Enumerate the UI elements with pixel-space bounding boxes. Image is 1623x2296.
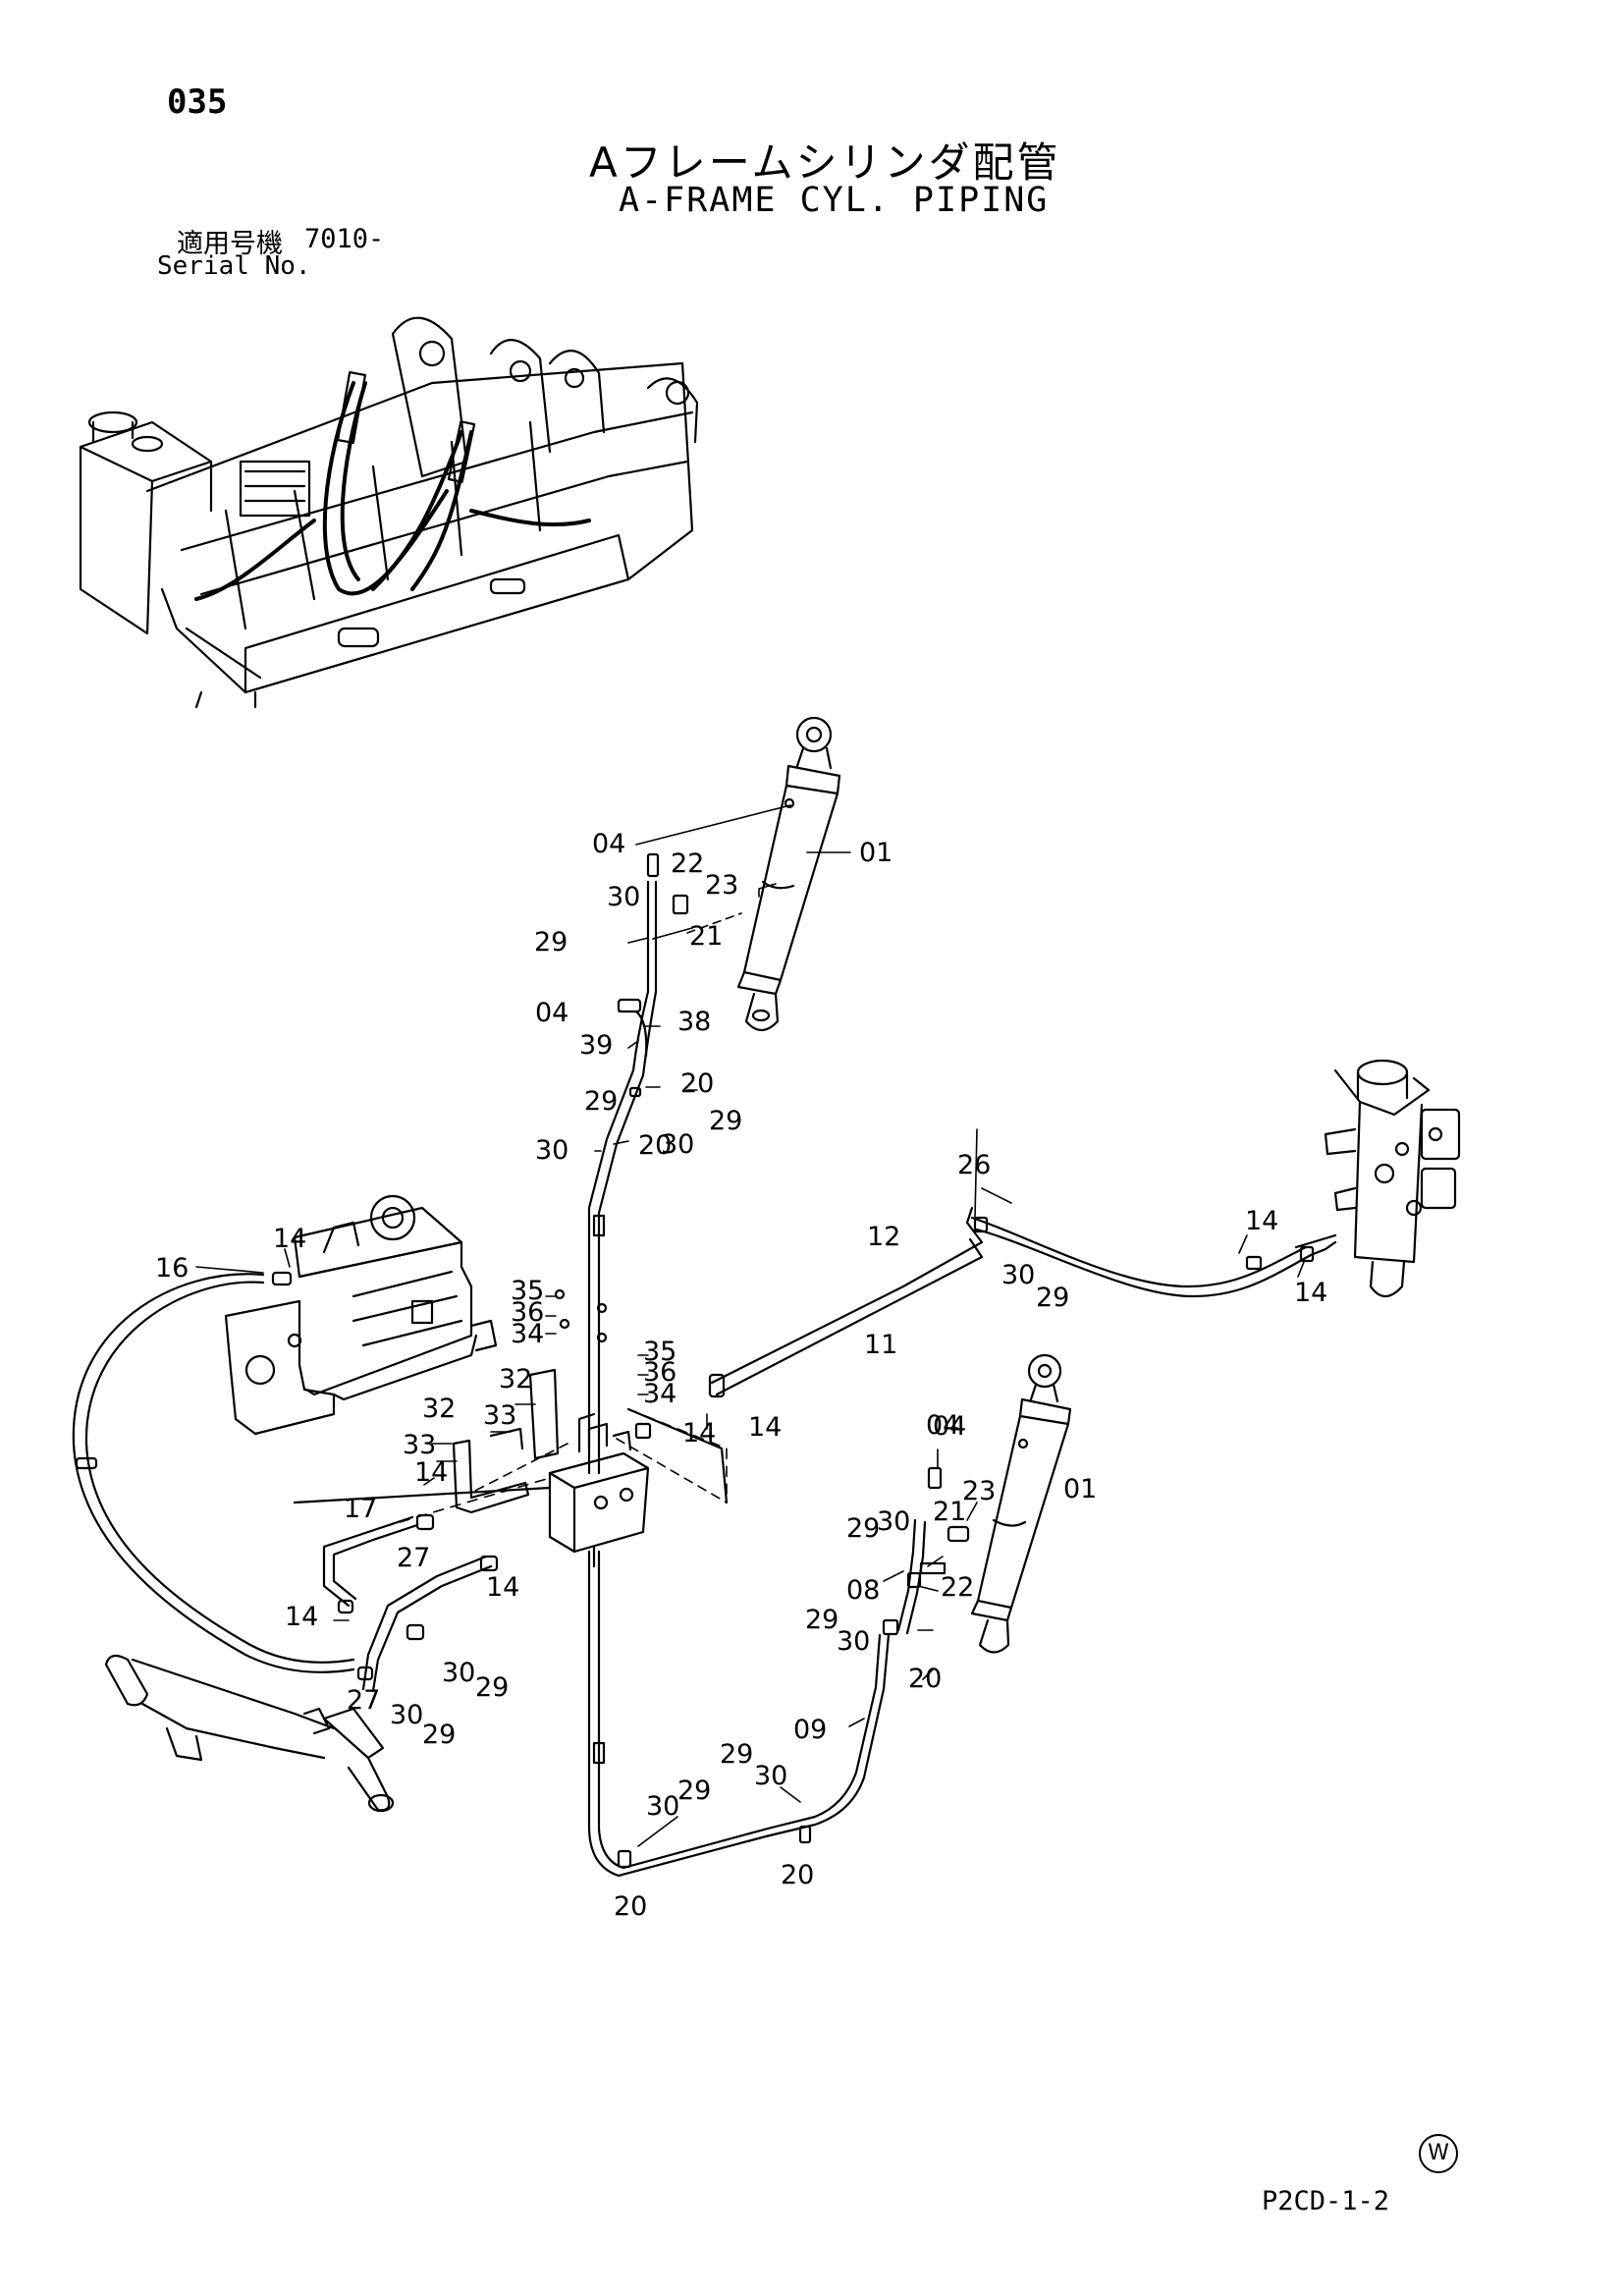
callout: 30 xyxy=(877,1506,910,1537)
callout: 23 xyxy=(705,870,738,901)
callout: 36 xyxy=(511,1297,544,1328)
callout: 26 xyxy=(957,1150,991,1180)
callout: 14 xyxy=(273,1224,306,1254)
callout: 22 xyxy=(671,848,704,879)
callout: 08 xyxy=(846,1575,880,1606)
callout: 29 xyxy=(720,1739,753,1770)
cylinder-upper xyxy=(736,716,841,1032)
callout: 29 xyxy=(584,1086,618,1117)
callout: 09 xyxy=(793,1715,827,1745)
leader-lines xyxy=(195,804,1305,1847)
callout: 04 xyxy=(926,1410,959,1441)
callout: 30 xyxy=(1001,1260,1035,1290)
overview-hoses xyxy=(194,381,591,601)
callout: 29 xyxy=(1036,1283,1069,1313)
callout: 14 xyxy=(748,1412,782,1443)
callout: 30 xyxy=(607,882,640,912)
callout: 27 xyxy=(397,1543,430,1573)
callout: 30 xyxy=(390,1700,423,1730)
callout: 01 xyxy=(1063,1474,1097,1504)
callout: 04 xyxy=(592,829,625,859)
callout: 29 xyxy=(709,1106,742,1136)
page-title-english: A-FRAME CYL. PIPING xyxy=(619,181,1050,220)
callout: 04 xyxy=(535,998,568,1028)
callout: 29 xyxy=(534,927,568,957)
callout: 29 xyxy=(422,1720,456,1750)
callout: 34 xyxy=(511,1319,544,1349)
callout: 29 xyxy=(475,1672,509,1703)
callout: 20 xyxy=(614,1891,647,1922)
callout: 35 xyxy=(511,1276,544,1306)
callout: 14 xyxy=(285,1602,318,1632)
callout: 14 xyxy=(414,1457,448,1488)
drawing-code: P2CD-1-2 xyxy=(1262,2186,1390,2216)
cylinder-lower xyxy=(970,1353,1072,1654)
serial-label-english: Serial No. xyxy=(157,251,311,281)
callout: 16 xyxy=(155,1253,189,1284)
callout: 14 xyxy=(1294,1278,1327,1308)
dashed-leaders xyxy=(470,1438,728,1503)
callout: 14 xyxy=(486,1572,519,1603)
callout: 29 xyxy=(677,1776,711,1806)
serial-label-japanese: 適用号機 xyxy=(177,229,283,259)
callout: 27 xyxy=(347,1685,380,1716)
callout: 11 xyxy=(864,1330,897,1360)
page-title-japanese: Aフレームシリンダ配管 xyxy=(589,138,1061,187)
callout: 21 xyxy=(689,921,723,952)
callout: 32 xyxy=(499,1364,532,1394)
callout: 38 xyxy=(677,1007,711,1037)
callout: 30 xyxy=(535,1135,568,1166)
control-valve-right xyxy=(1324,1059,1461,1298)
callout: 30 xyxy=(754,1761,787,1791)
callout: 30 xyxy=(837,1626,870,1657)
upper-frame-overview xyxy=(79,316,699,709)
callout: 04 xyxy=(933,1411,966,1442)
serial-code: 7010- xyxy=(304,224,385,254)
callout: 22 xyxy=(941,1572,974,1603)
callout: 35 xyxy=(643,1337,676,1367)
callout: 17 xyxy=(344,1494,377,1524)
pump-assembly xyxy=(224,1194,498,1436)
callout: 01 xyxy=(859,838,893,868)
callout: 29 xyxy=(805,1605,839,1635)
callout: 20 xyxy=(680,1068,714,1099)
callout: 20 xyxy=(908,1664,942,1694)
callout: 33 xyxy=(483,1400,516,1431)
callout: 12 xyxy=(867,1222,900,1252)
callout: 29 xyxy=(846,1513,880,1544)
callout: 32 xyxy=(422,1394,456,1424)
callout: 20 xyxy=(781,1860,814,1890)
callout: 14 xyxy=(682,1418,716,1449)
callout: 30 xyxy=(442,1658,475,1688)
callout: 21 xyxy=(933,1497,966,1527)
page-number: 035 xyxy=(167,82,228,122)
callout-labels: 01 01 04 04 04 22 23 30 29 21 38 39 20 2… xyxy=(155,829,1327,1922)
callout: 36 xyxy=(643,1357,676,1388)
callout: 30 xyxy=(661,1129,694,1160)
overview-cylinders xyxy=(336,371,476,483)
callout: 34 xyxy=(643,1379,676,1409)
callout: 33 xyxy=(403,1430,436,1460)
suction-pipe-lower-left xyxy=(104,1654,395,1813)
w-mark: W xyxy=(1419,2134,1458,2173)
callout: 23 xyxy=(962,1476,996,1506)
callout: 20 xyxy=(638,1130,672,1161)
callout: 39 xyxy=(579,1030,613,1061)
callout: 14 xyxy=(1245,1206,1278,1236)
callout: 30 xyxy=(646,1791,679,1822)
